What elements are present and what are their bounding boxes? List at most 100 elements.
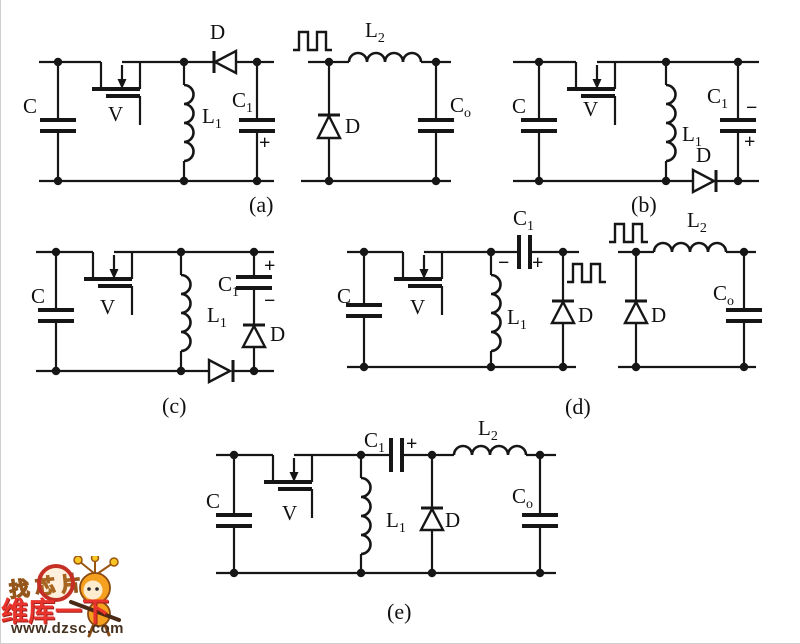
label-a-diode: D (210, 20, 226, 44)
polarity-plus: + (744, 131, 756, 153)
circuit-b (513, 57, 759, 194)
caption-a: (a) (249, 192, 274, 217)
label-d-switch: V (410, 295, 426, 319)
label-a-cap1: C1 (232, 88, 254, 116)
label-c-diode: D (270, 322, 286, 346)
watermark-url[interactable]: www.dzsc.com (11, 620, 124, 637)
label-fd-ind2: L2 (687, 208, 707, 236)
pulse-waveform-icon (609, 222, 648, 244)
junction-dots (324, 57, 441, 186)
junction-dots (359, 247, 568, 372)
mosfet-symbol (567, 62, 617, 125)
label-a-switch: V (108, 102, 124, 126)
label-e-diode: D (445, 508, 461, 532)
circuit-a (39, 49, 275, 186)
label-e-cap-out: Co (512, 484, 534, 512)
capacitor-symbol (38, 308, 74, 323)
capacitor-symbol (522, 513, 558, 528)
label-e-ind2: L2 (478, 416, 498, 444)
junction-dots (51, 247, 259, 376)
label-e-cap-in: C (206, 489, 221, 513)
label-d-diode: D (578, 303, 594, 327)
capacitor-symbol (726, 308, 762, 323)
mosfet-symbol (264, 455, 314, 518)
label-c-ind1: L1 (207, 303, 227, 331)
label-b-switch: V (583, 97, 599, 121)
label-fa-diode: D (345, 114, 361, 138)
diode-symbol (316, 113, 342, 140)
diode-symbol (212, 49, 238, 75)
capacitor-symbol (517, 235, 532, 269)
label-e-switch: V (282, 501, 298, 525)
circuit-d (346, 235, 606, 372)
capacitor-symbol (389, 438, 404, 472)
label-c-cap1: C1 (218, 272, 240, 300)
capacitor-symbol (521, 118, 557, 133)
inductor-symbol (360, 476, 372, 556)
label-fd-diode: D (651, 303, 667, 327)
caption-e: (e) (387, 599, 412, 624)
capacitor-symbol (720, 118, 756, 133)
diode-symbol (241, 323, 267, 349)
inductor-symbol (652, 241, 728, 253)
label-fd-cap-out: Co (713, 281, 735, 309)
inductor-symbol (347, 51, 423, 63)
capacitor-symbol (418, 118, 454, 133)
inductor-symbol (665, 83, 677, 163)
capacitor-symbol (216, 513, 252, 528)
label-a-ind1: L1 (202, 104, 222, 132)
label-b-diode: D (696, 143, 712, 167)
caption-b: (b) (631, 192, 657, 217)
diode-symbol (207, 358, 235, 384)
polarity-minus: − (746, 97, 758, 119)
junction-dots (53, 57, 262, 186)
diode-symbol (550, 299, 576, 325)
polarity-minus: − (498, 252, 510, 274)
pulse-waveform-icon (293, 30, 332, 52)
capacitor-symbol (239, 118, 275, 133)
diode-symbol (623, 299, 649, 325)
capacitor-symbol (346, 303, 382, 318)
mosfet-symbol (394, 252, 444, 315)
inductor-symbol (490, 273, 502, 353)
label-a-cap-in: C (23, 94, 38, 118)
label-d-ind1: L1 (507, 305, 527, 333)
caption-c: (c) (162, 393, 187, 418)
inductor-symbol (183, 83, 195, 163)
inductor-symbol (180, 273, 192, 353)
polarity-plus: + (406, 433, 418, 455)
label-d-cap1: C1 (513, 206, 535, 234)
junction-dots (229, 450, 545, 578)
polarity-plus: + (264, 255, 276, 277)
label-fa-ind2: L2 (365, 18, 385, 46)
junction-dots (631, 247, 749, 372)
circuit-e (216, 438, 558, 578)
polarity-minus: − (264, 290, 276, 312)
watermark-logo: 找芯片 维库一下 www.dzsc.com (1, 552, 141, 643)
circuit-d-filter (609, 222, 762, 372)
diode-symbol (419, 506, 445, 532)
capacitor-symbol (236, 275, 272, 290)
label-c-cap-in: C (31, 284, 46, 308)
label-e-ind1: L1 (386, 508, 406, 536)
watermark-brand: 维库一下 (1, 597, 109, 627)
inductor-symbol (452, 444, 528, 456)
label-b-ind1: L1 (682, 122, 702, 150)
mosfet-symbol (92, 62, 142, 125)
mosfet-symbol (84, 252, 134, 315)
circuit-c (36, 247, 274, 384)
label-fa-cap-out: Co (450, 93, 472, 121)
capacitor-symbol (40, 118, 76, 133)
diode-symbol (691, 168, 718, 194)
caption-d: (d) (565, 394, 591, 419)
pulse-waveform-icon (567, 262, 606, 284)
mascot-icon (69, 556, 121, 638)
label-b-cap1: C1 (707, 84, 729, 112)
polarity-plus: + (532, 252, 544, 274)
label-d-cap-in: C (337, 284, 352, 308)
label-c-switch: V (100, 295, 116, 319)
junction-dots (534, 57, 743, 186)
circuit-a-filter (293, 30, 454, 186)
